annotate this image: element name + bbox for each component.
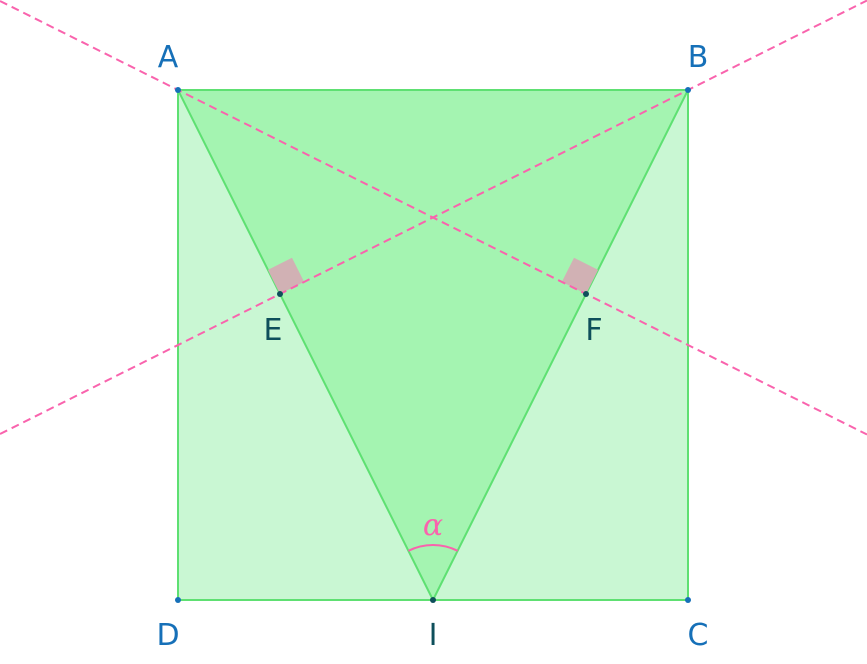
label-D: D [156, 618, 179, 653]
label-I: I [429, 618, 438, 653]
point-C [685, 597, 691, 603]
label-A: A [158, 40, 179, 75]
point-A [175, 87, 181, 93]
angle-alpha-label: α [423, 508, 443, 543]
point-B [685, 87, 691, 93]
vertex-points [175, 87, 691, 603]
label-E: E [264, 313, 283, 348]
label-F: F [585, 313, 602, 348]
triangle-ABI [176, 89, 690, 603]
point-F [583, 291, 589, 297]
label-C: C [688, 618, 709, 653]
point-D [175, 597, 181, 603]
point-I [430, 597, 436, 603]
angle-alpha-arc [407, 544, 459, 552]
dashed-line-BE [0, 0, 867, 435]
right-angle-marker-E [267, 257, 305, 294]
right-angle-marker-F [561, 257, 599, 294]
label-B: B [688, 40, 709, 75]
point-E [277, 291, 283, 297]
